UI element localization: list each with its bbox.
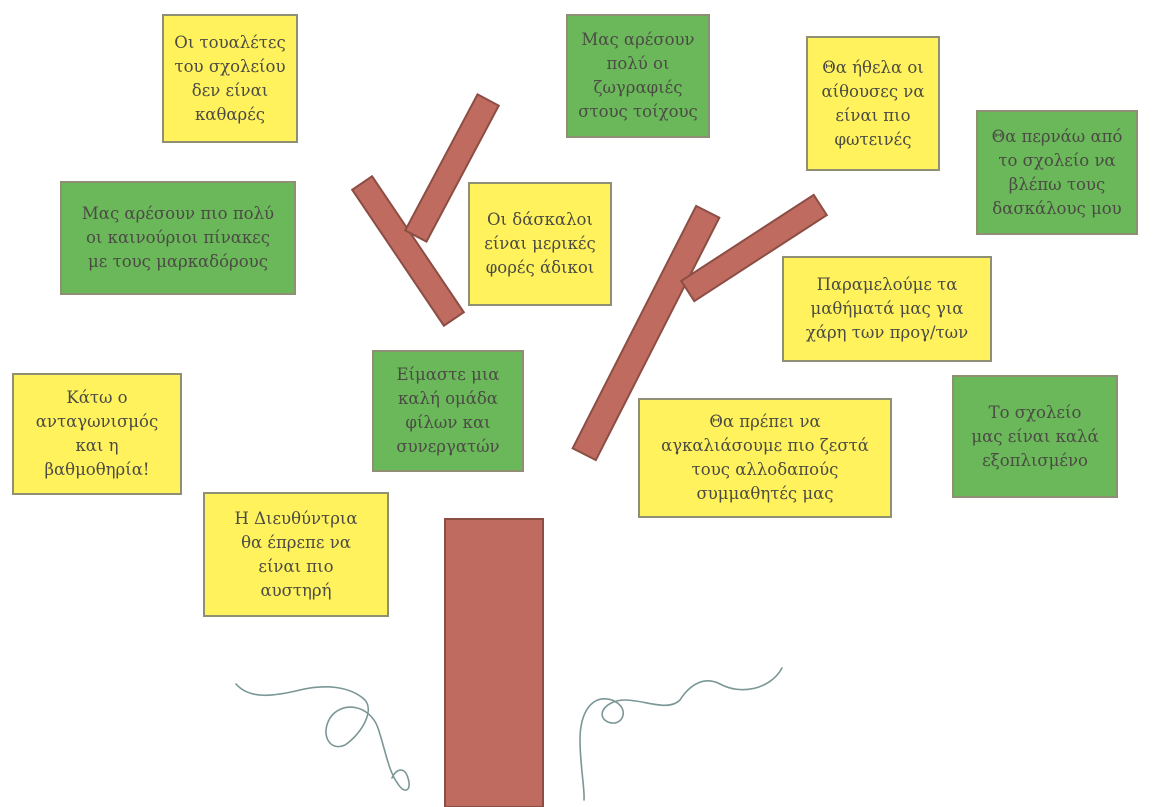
right-root-squiggle	[579, 667, 783, 801]
note-pass-by-text: Θα περνάω από το σχολείο να βλέπω τους δ…	[991, 126, 1123, 218]
note-embrace-foreign: Θα πρέπει να αγκαλιάσουμε πιο ζεστά τους…	[638, 398, 892, 518]
note-wall-art-text: Μας αρέσουν πολύ οι ζωγραφιές στους τοίχ…	[578, 30, 698, 121]
note-bright-rooms-text: Θα ήθελα οι αίθουσες να είναι πιο φωτειν…	[821, 57, 925, 149]
note-embrace-foreign-text: Θα πρέπει να αγκαλιάσουμε πιο ζεστά τους…	[661, 412, 869, 503]
note-neglect-lessons: Παραμελούμε τα μαθήματά μας για χάρη των…	[782, 256, 992, 362]
branch-left-upper	[403, 93, 501, 243]
note-wall-art: Μας αρέσουν πολύ οι ζωγραφιές στους τοίχ…	[566, 14, 710, 138]
note-competition: Κάτω ο ανταγωνισμός και η βαθμοθηρία!	[12, 373, 182, 495]
note-competition-text: Κάτω ο ανταγωνισμός και η βαθμοθηρία!	[35, 388, 159, 479]
branch-right	[679, 193, 829, 303]
note-well-equipped: Το σχολείο μας είναι καλά εξοπλισμένο	[952, 375, 1118, 498]
note-bright-rooms: Θα ήθελα οι αίθουσες να είναι πιο φωτειν…	[806, 36, 940, 171]
note-teachers-unfair-text: Οι δάσκαλοι είναι μερικές φορές άδικοι	[484, 210, 596, 277]
note-well-equipped-text: Το σχολείο μας είναι καλά εξοπλισμένο	[971, 402, 1099, 470]
left-root-squiggle	[235, 683, 410, 791]
branch-middle-long	[571, 204, 721, 462]
note-good-team: Είμαστε μια καλή ομάδα φίλων και συνεργα…	[372, 350, 524, 472]
note-neglect-lessons-text: Παραμελούμε τα μαθήματά μας για χάρη των…	[805, 275, 969, 342]
branch-left-diagonal	[350, 174, 466, 328]
note-good-team-text: Είμαστε μια καλή ομάδα φίλων και συνεργα…	[396, 365, 500, 456]
note-new-boards: Μας αρέσουν πιο πολύ οι καινούριοι πίνακ…	[60, 181, 296, 295]
note-toilets: Οι τουαλέτες του σχολείου δεν είναι καθα…	[162, 14, 298, 143]
note-toilets-text: Οι τουαλέτες του σχολείου δεν είναι καθα…	[174, 32, 286, 124]
note-strict-principal-text: Η Διευθύντρια θα έπρεπε να είναι πιο αυσ…	[234, 508, 358, 600]
note-new-boards-text: Μας αρέσουν πιο πολύ οι καινούριοι πίνακ…	[81, 204, 275, 271]
note-pass-by: Θα περνάω από το σχολείο να βλέπω τους δ…	[976, 110, 1138, 235]
note-strict-principal: Η Διευθύντρια θα έπρεπε να είναι πιο αυσ…	[203, 492, 389, 617]
note-teachers-unfair: Οι δάσκαλοι είναι μερικές φορές άδικοι	[468, 182, 612, 306]
tree-trunk	[444, 518, 544, 807]
